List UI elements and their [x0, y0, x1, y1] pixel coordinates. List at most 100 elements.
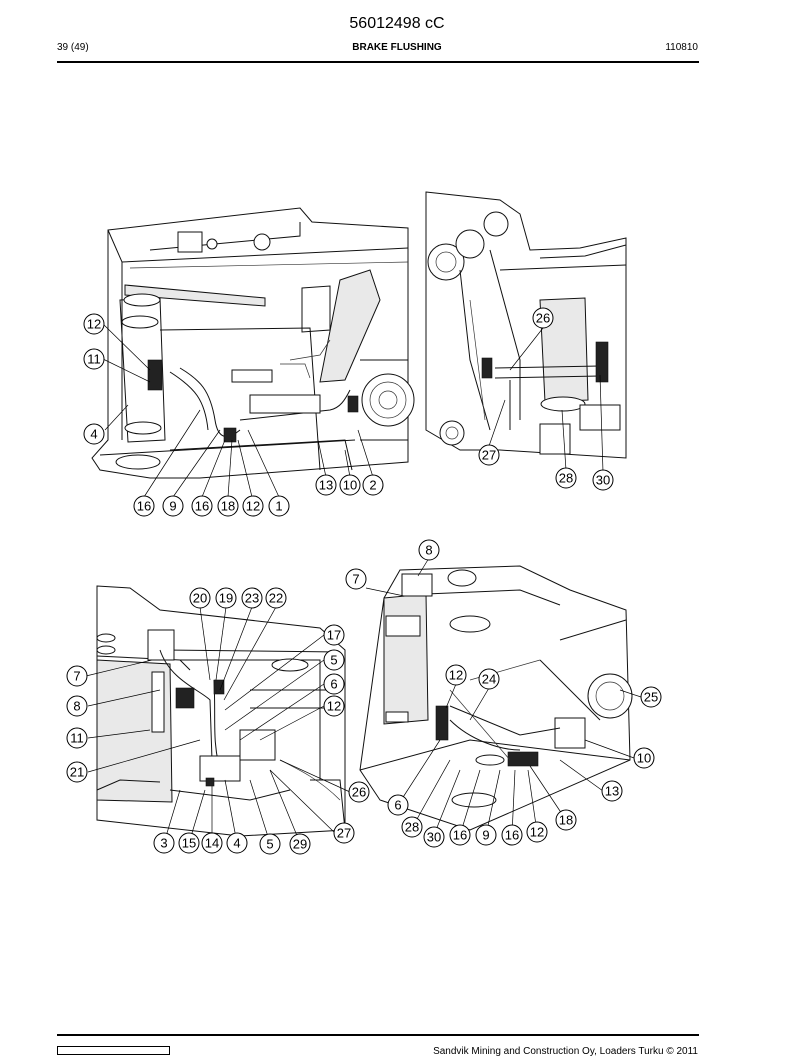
svg-text:5: 5 — [266, 837, 273, 852]
callout-top-left-1: 1 — [268, 495, 290, 517]
callouts-bottom-left: 20 19 23 22 17 5 6 12 7 8 11 21 26 27 3 … — [66, 587, 370, 855]
callout-bottom-left-6: 6 — [323, 673, 345, 695]
svg-text:27: 27 — [482, 448, 496, 463]
figure-top-left — [91, 207, 415, 479]
svg-text:7: 7 — [352, 572, 359, 587]
company-logo — [57, 1046, 170, 1055]
page-number: 39 (49) — [57, 42, 89, 53]
callout-bottom-left-4: 4 — [226, 832, 248, 854]
svg-text:28: 28 — [405, 820, 419, 835]
callout-bottom-left-21: 21 — [66, 761, 88, 783]
callout-top-left-11: 11 — [83, 348, 105, 370]
svg-text:6: 6 — [394, 798, 401, 813]
svg-text:6: 6 — [330, 677, 337, 692]
svg-text:23: 23 — [245, 591, 259, 606]
svg-text:10: 10 — [637, 751, 651, 766]
svg-text:28: 28 — [559, 471, 573, 486]
svg-text:3: 3 — [160, 836, 167, 851]
svg-text:16: 16 — [453, 828, 467, 843]
callout-bottom-right-28: 28 — [401, 816, 423, 838]
page-title: BRAKE FLUSHING — [352, 42, 442, 53]
callout-top-right-28: 28 — [555, 467, 577, 489]
callout-bottom-left-11: 11 — [66, 727, 88, 749]
callouts-top-right: 26 27 28 30 — [478, 307, 614, 491]
callout-bottom-left-20: 20 — [189, 587, 211, 609]
footer-rule — [57, 1034, 699, 1036]
figure-bottom-right — [359, 565, 633, 831]
svg-text:14: 14 — [205, 836, 219, 851]
svg-text:4: 4 — [90, 427, 97, 442]
callout-bottom-right-30: 30 — [423, 826, 445, 848]
figure-top-right — [425, 191, 627, 459]
svg-text:12: 12 — [449, 668, 463, 683]
callout-bottom-left-12: 12 — [323, 695, 345, 717]
svg-text:29: 29 — [293, 837, 307, 852]
svg-text:27: 27 — [337, 826, 351, 841]
footer-copyright: Sandvik Mining and Construction Oy, Load… — [433, 1046, 698, 1057]
svg-text:18: 18 — [221, 499, 235, 514]
svg-text:16: 16 — [505, 828, 519, 843]
svg-text:25: 25 — [644, 690, 658, 705]
svg-text:20: 20 — [193, 591, 207, 606]
svg-text:4: 4 — [233, 836, 240, 851]
svg-text:16: 16 — [195, 499, 209, 514]
svg-text:9: 9 — [482, 828, 489, 843]
callout-top-right-30: 30 — [592, 469, 614, 491]
callout-bottom-right-16b: 16 — [501, 824, 523, 846]
callout-top-left-12a: 12 — [83, 313, 105, 335]
callout-bottom-right-8: 8 — [418, 539, 440, 561]
svg-text:12: 12 — [327, 699, 341, 714]
callouts-top-left: 12 11 4 16 9 16 18 12 1 13 10 2 — [83, 313, 384, 517]
svg-text:22: 22 — [269, 591, 283, 606]
callout-top-left-4: 4 — [83, 423, 105, 445]
revision-date: 110810 — [665, 42, 698, 53]
callout-bottom-left-14: 14 — [201, 832, 223, 854]
svg-text:8: 8 — [425, 543, 432, 558]
callout-top-left-16b: 16 — [191, 495, 213, 517]
callout-top-left-2: 2 — [362, 474, 384, 496]
callout-bottom-right-12b: 12 — [526, 821, 548, 843]
svg-text:11: 11 — [70, 731, 84, 746]
svg-text:7: 7 — [73, 669, 80, 684]
svg-text:12: 12 — [530, 825, 544, 840]
callout-bottom-left-15: 15 — [178, 832, 200, 854]
callout-bottom-left-22: 22 — [265, 587, 287, 609]
svg-text:1: 1 — [275, 499, 282, 514]
callout-bottom-right-9: 9 — [475, 824, 497, 846]
document-number: 56012498 cC — [349, 15, 445, 32]
callout-bottom-right-6: 6 — [387, 794, 409, 816]
callout-bottom-right-24: 24 — [478, 668, 500, 690]
svg-text:12: 12 — [87, 317, 101, 332]
svg-text:9: 9 — [169, 499, 176, 514]
callout-bottom-left-7: 7 — [66, 665, 88, 687]
callout-top-left-13: 13 — [315, 474, 337, 496]
callout-bottom-left-17: 17 — [323, 624, 345, 646]
callout-bottom-right-13: 13 — [601, 780, 623, 802]
callout-top-left-9: 9 — [162, 495, 184, 517]
callout-top-left-16a: 16 — [133, 495, 155, 517]
callout-bottom-left-23: 23 — [241, 587, 263, 609]
callout-bottom-left-26: 26 — [348, 781, 370, 803]
callout-bottom-left-27: 27 — [333, 822, 355, 844]
callout-bottom-right-12a: 12 — [445, 664, 467, 686]
svg-text:10: 10 — [343, 478, 357, 493]
callout-top-right-27: 27 — [478, 444, 500, 466]
callout-bottom-left-29: 29 — [289, 833, 311, 855]
figure-bottom-left — [96, 585, 346, 837]
header-rule — [57, 61, 699, 63]
svg-text:26: 26 — [352, 785, 366, 800]
callout-bottom-left-3: 3 — [153, 832, 175, 854]
callout-bottom-left-8: 8 — [66, 695, 88, 717]
svg-text:19: 19 — [219, 591, 233, 606]
svg-text:8: 8 — [73, 699, 80, 714]
callout-bottom-left-19: 19 — [215, 587, 237, 609]
svg-text:5: 5 — [330, 653, 337, 668]
svg-text:2: 2 — [369, 478, 376, 493]
callout-bottom-right-25: 25 — [640, 686, 662, 708]
callout-bottom-right-7: 7 — [345, 568, 367, 590]
svg-text:30: 30 — [427, 830, 441, 845]
callout-bottom-right-16a: 16 — [449, 824, 471, 846]
callout-bottom-right-18: 18 — [555, 809, 577, 831]
svg-text:21: 21 — [70, 765, 84, 780]
